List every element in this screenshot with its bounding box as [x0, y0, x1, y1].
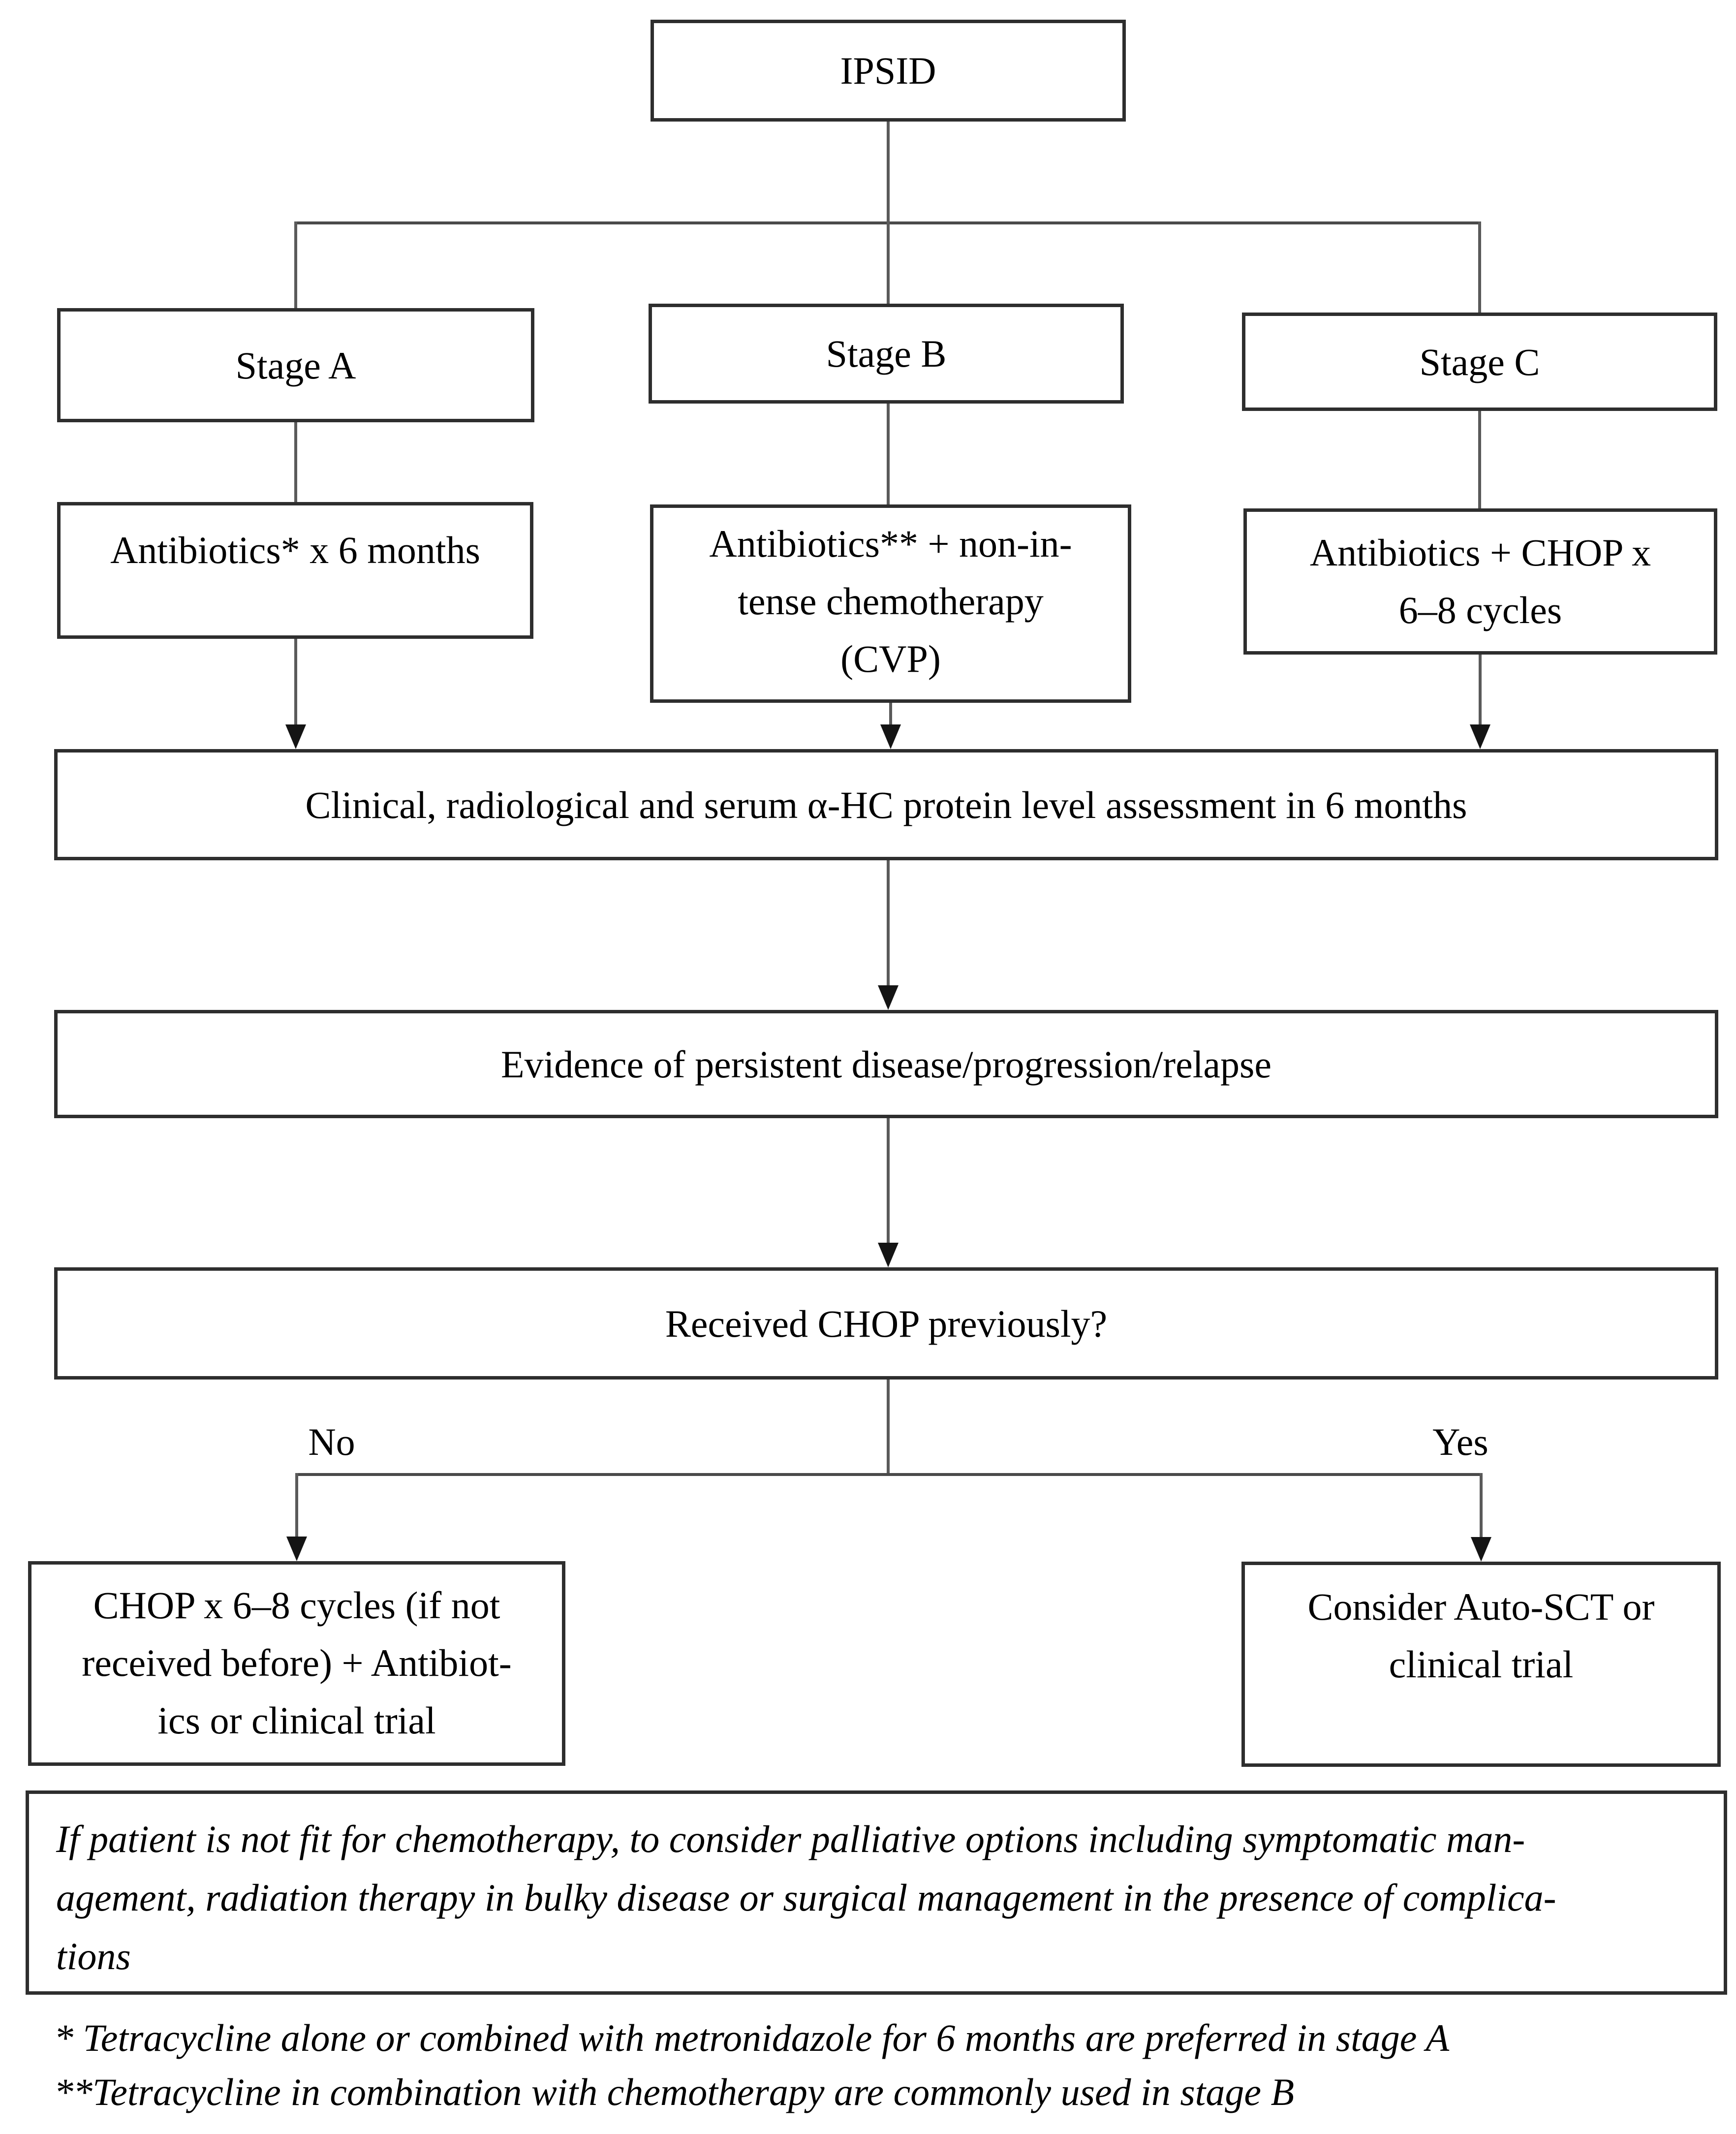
palliative-note-line: If patient is not fit for chemotherapy, … — [56, 1818, 1525, 1860]
connector-root-down — [887, 122, 890, 222]
connector-yesno-bar — [295, 1473, 1481, 1476]
node-outcome-chop: CHOP x 6–8 cycles (if not received befor… — [28, 1561, 565, 1766]
node-question-label: Received CHOP previously? — [665, 1302, 1108, 1345]
connector-assessment-evidence — [887, 860, 890, 988]
connector-treatment-c-assessment — [1479, 655, 1482, 732]
connector-treatment-b-assessment — [889, 703, 892, 732]
node-treatment-stage-c: Antibiotics + CHOP x 6–8 cycles — [1243, 508, 1717, 655]
no-label-text: No — [308, 1420, 355, 1463]
arrowhead-into-chop-box — [286, 1537, 307, 1561]
arrowhead-into-assessment-right — [1470, 724, 1490, 749]
connector-treatment-a-assessment — [294, 639, 297, 732]
node-treatment-stage-a: Antibiotics* x 6 months — [57, 502, 533, 639]
node-stage-a: Stage A — [57, 308, 534, 422]
footnote-tetracycline-stage-b: **Tetracycline in combination with chemo… — [54, 2071, 1295, 2113]
arrowhead-into-sct-box — [1471, 1537, 1491, 1562]
outcome-chop-line: received before) + Antibiot- — [82, 1641, 512, 1684]
node-stage-c: Stage C — [1242, 313, 1717, 411]
connector-to-stage-a — [294, 221, 297, 309]
arrowhead-into-assessment-left — [285, 724, 306, 749]
connector-to-stage-b — [887, 221, 890, 304]
treatment-c-line: 6–8 cycles — [1398, 589, 1562, 631]
treatment-b-line: Antibiotics** + non-in- — [709, 522, 1072, 565]
node-treatment-stage-b: Antibiotics** + non-in- tense chemothera… — [650, 504, 1131, 703]
outcome-sct-line: Consider Auto-SCT or — [1307, 1585, 1655, 1628]
node-evidence-label: Evidence of persistent disease/progressi… — [501, 1042, 1271, 1086]
arrowhead-into-evidence — [878, 985, 899, 1010]
node-stage-b-label: Stage B — [826, 332, 947, 375]
outcome-chop-line: ics or clinical trial — [157, 1699, 436, 1742]
palliative-note-line: tions — [56, 1935, 131, 1977]
node-ipsid-label: IPSID — [840, 49, 936, 92]
arrowhead-into-assessment-middle — [880, 724, 901, 749]
connector-stage-a-treatment — [294, 422, 297, 502]
node-assessment-label: Clinical, radiological and serum α-HC pr… — [305, 783, 1467, 826]
treatment-b-line: tense chemotherapy — [738, 580, 1044, 623]
connector-question-down — [887, 1380, 890, 1473]
node-stage-a-label: Stage A — [235, 344, 356, 387]
palliative-note-box: If patient is not fit for chemotherapy, … — [26, 1790, 1727, 1995]
node-assessment: Clinical, radiological and serum α-HC pr… — [54, 749, 1718, 860]
connector-no-down — [295, 1473, 298, 1539]
connector-stage-b-treatment — [887, 404, 890, 505]
connector-yes-down — [1480, 1473, 1483, 1540]
branch-label-no: No — [278, 1420, 386, 1464]
node-stage-c-label: Stage C — [1419, 340, 1540, 383]
connector-stage-c-treatment — [1478, 411, 1481, 509]
treatment-a-line: Antibiotics* x 6 months — [110, 529, 480, 571]
palliative-note-line: agement, radiation therapy in bulky dise… — [56, 1876, 1556, 1919]
node-ipsid: IPSID — [651, 20, 1126, 122]
node-evidence: Evidence of persistent disease/progressi… — [54, 1010, 1718, 1118]
connector-evidence-question — [887, 1118, 890, 1246]
outcome-sct-line: clinical trial — [1389, 1643, 1574, 1686]
node-stage-b: Stage B — [649, 304, 1124, 404]
connector-to-stage-c — [1478, 221, 1481, 313]
yes-label-text: Yes — [1432, 1420, 1488, 1463]
node-outcome-sct: Consider Auto-SCT or clinical trial — [1241, 1562, 1721, 1767]
footnote-tetracycline-stage-a: * Tetracycline alone or combined with me… — [54, 2016, 1450, 2059]
branch-label-yes: Yes — [1406, 1420, 1515, 1464]
treatment-c-line: Antibiotics + CHOP x — [1309, 531, 1651, 574]
treatment-b-line: (CVP) — [840, 637, 941, 680]
arrowhead-into-question — [878, 1243, 899, 1267]
outcome-chop-line: CHOP x 6–8 cycles (if not — [93, 1584, 500, 1627]
node-question: Received CHOP previously? — [54, 1267, 1718, 1380]
